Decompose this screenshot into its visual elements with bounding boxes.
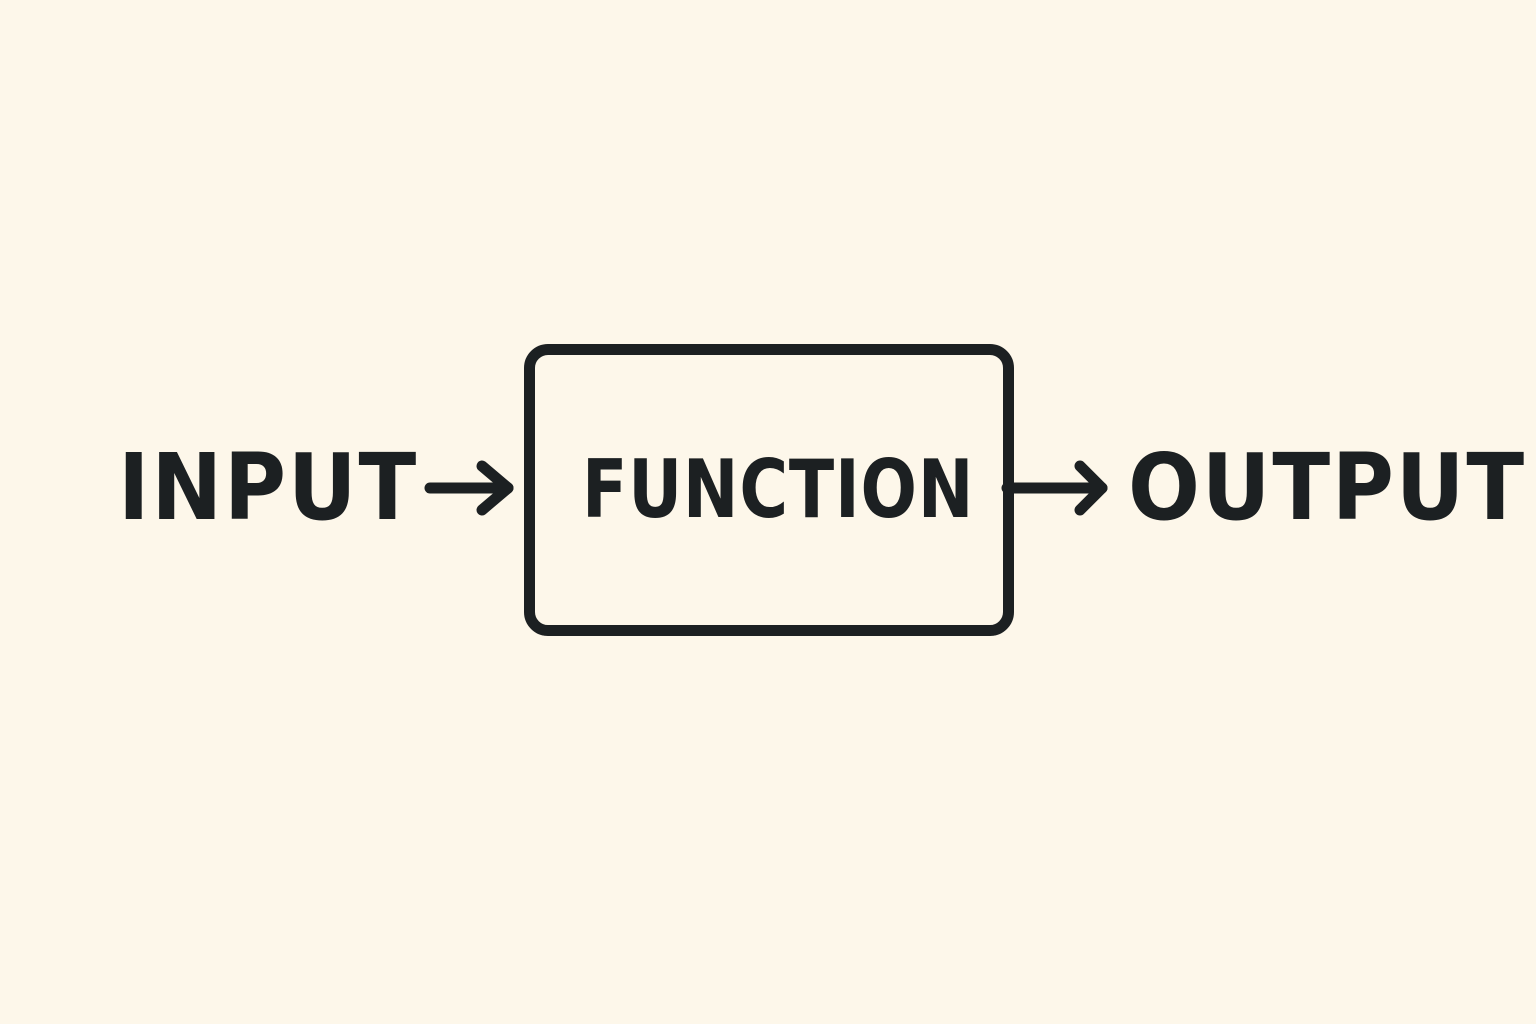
function-label: FUNCTION — [582, 443, 975, 536]
input-to-function-arrow-icon — [424, 460, 514, 516]
output-label: OUTPUT — [1128, 434, 1526, 541]
function-to-output-arrow-icon — [1001, 460, 1108, 516]
input-label: INPUT — [118, 434, 419, 541]
